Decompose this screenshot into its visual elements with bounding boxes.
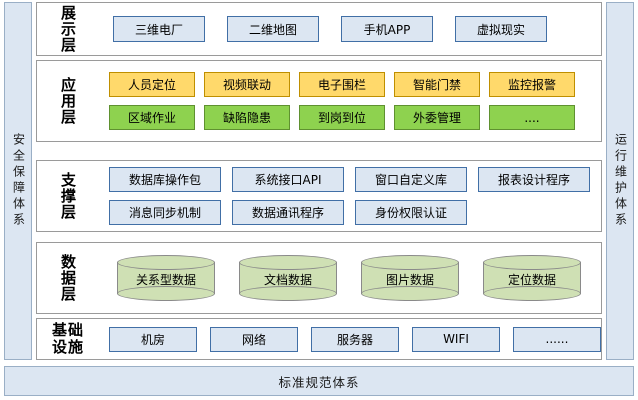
layer-data-body: 关系型数据 文档数据 图片数据 定 <box>99 251 601 305</box>
cylinder-image-data[interactable]: 图片数据 <box>361 255 459 301</box>
layer-application-body: 人员定位 视频联动 电子围栏 智能门禁 监控报警 区域作业 缺陷隐患 到岗到位 … <box>99 68 601 134</box>
right-rail-label: 运行维护体系 <box>613 133 628 229</box>
layer-presentation-body: 三维电厂 二维地图 手机APP 虚拟现实 <box>99 12 601 46</box>
bottom-bar-standards-system: 标准规范体系 <box>4 366 634 396</box>
bottom-bar-label: 标准规范体系 <box>278 374 360 390</box>
cylinder-positioning-data[interactable]: 定位数据 <box>483 255 581 301</box>
node-data-communication-program[interactable]: 数据通讯程序 <box>232 200 344 225</box>
node-2d-map[interactable]: 二维地图 <box>227 16 319 42</box>
node-monitoring-alarm[interactable]: 监控报警 <box>489 72 575 97</box>
node-server[interactable]: 服务器 <box>311 326 399 352</box>
cylinder-top-ellipse <box>361 255 459 270</box>
layer-application: 应用层 人员定位 视频联动 电子围栏 智能门禁 监控报警 区域作业 缺陷隐患 到… <box>36 60 602 142</box>
node-video-linkage[interactable]: 视频联动 <box>204 72 290 97</box>
layer-infrastructure-body: 机房 网络 服务器 WIFI ...... <box>99 323 607 356</box>
layer-support-row-2: 消息同步机制 数据通讯程序 身份权限认证 <box>99 200 595 225</box>
layer-infrastructure: 基础设施 机房 网络 服务器 WIFI ...... <box>36 318 602 360</box>
node-message-sync-mechanism[interactable]: 消息同步机制 <box>109 200 221 225</box>
node-report-design-program[interactable]: 报表设计程序 <box>478 167 590 192</box>
layer-data-row-1: 关系型数据 文档数据 图片数据 定 <box>99 255 595 301</box>
cylinder-top-ellipse <box>239 255 337 270</box>
cylinder-top-ellipse <box>483 255 581 270</box>
node-identity-authorization[interactable]: 身份权限认证 <box>355 200 467 225</box>
layer-presentation-label: 展示层 <box>59 5 77 53</box>
node-wifi[interactable]: WIFI <box>412 326 500 352</box>
layer-presentation-row-1: 三维电厂 二维地图 手机APP 虚拟现实 <box>99 16 595 42</box>
layer-application-label: 应用层 <box>59 77 77 125</box>
cylinder-top-ellipse <box>117 255 215 270</box>
layer-presentation: 展示层 三维电厂 二维地图 手机APP 虚拟现实 <box>36 2 602 56</box>
node-database-operation-package[interactable]: 数据库操作包 <box>109 167 221 192</box>
layer-data: 数据层 关系型数据 文档数据 <box>36 242 602 314</box>
node-3d-power-plant[interactable]: 三维电厂 <box>113 16 205 42</box>
node-application-more[interactable]: .... <box>489 105 575 130</box>
cylinder-label: 文档数据 <box>263 273 312 287</box>
right-rail-operations-system: 运行维护体系 <box>606 2 634 360</box>
node-smart-access-control[interactable]: 智能门禁 <box>394 72 480 97</box>
node-personnel-positioning[interactable]: 人员定位 <box>109 72 195 97</box>
cylinder-label: 定位数据 <box>507 273 556 287</box>
layer-infrastructure-row-1: 机房 网络 服务器 WIFI ...... <box>99 326 601 352</box>
cylinder-relational-data[interactable]: 关系型数据 <box>117 255 215 301</box>
node-mobile-app[interactable]: 手机APP <box>341 16 433 42</box>
node-electronic-fence[interactable]: 电子围栏 <box>299 72 385 97</box>
layer-infrastructure-label: 基础设施 <box>51 321 84 356</box>
layer-support: 支撑层 数据库操作包 系统接口API 窗口自定义库 报表设计程序 消息同步机制 … <box>36 160 602 232</box>
node-outsourcing-management[interactable]: 外委管理 <box>394 105 480 130</box>
layer-support-label: 支撑层 <box>59 172 77 220</box>
layer-data-label: 数据层 <box>59 254 77 302</box>
node-virtual-reality[interactable]: 虚拟现实 <box>455 16 547 42</box>
node-defect-hazard[interactable]: 缺陷隐患 <box>204 105 290 130</box>
node-window-custom-library[interactable]: 窗口自定义库 <box>355 167 467 192</box>
layer-support-body: 数据库操作包 系统接口API 窗口自定义库 报表设计程序 消息同步机制 数据通讯… <box>99 163 601 229</box>
node-infrastructure-more[interactable]: ...... <box>513 326 601 352</box>
left-rail-security-system: 安全保障体系 <box>4 2 32 360</box>
cylinder-bottom-ellipse <box>361 286 459 301</box>
layer-application-row-2: 区域作业 缺陷隐患 到岗到位 外委管理 .... <box>99 105 595 130</box>
cylinder-document-data[interactable]: 文档数据 <box>239 255 337 301</box>
node-machine-room[interactable]: 机房 <box>109 326 197 352</box>
cylinder-label: 图片数据 <box>385 273 434 287</box>
cylinder-bottom-ellipse <box>483 286 581 301</box>
node-on-duty-arrival[interactable]: 到岗到位 <box>299 105 385 130</box>
cylinder-bottom-ellipse <box>239 286 337 301</box>
left-rail-label: 安全保障体系 <box>11 133 26 229</box>
node-network[interactable]: 网络 <box>210 326 298 352</box>
cylinder-bottom-ellipse <box>117 286 215 301</box>
node-area-operation[interactable]: 区域作业 <box>109 105 195 130</box>
layer-support-row-1: 数据库操作包 系统接口API 窗口自定义库 报表设计程序 <box>99 167 595 192</box>
layer-application-row-1: 人员定位 视频联动 电子围栏 智能门禁 监控报警 <box>99 72 595 97</box>
node-system-interface-api[interactable]: 系统接口API <box>232 167 344 192</box>
cylinder-label: 关系型数据 <box>135 273 196 287</box>
